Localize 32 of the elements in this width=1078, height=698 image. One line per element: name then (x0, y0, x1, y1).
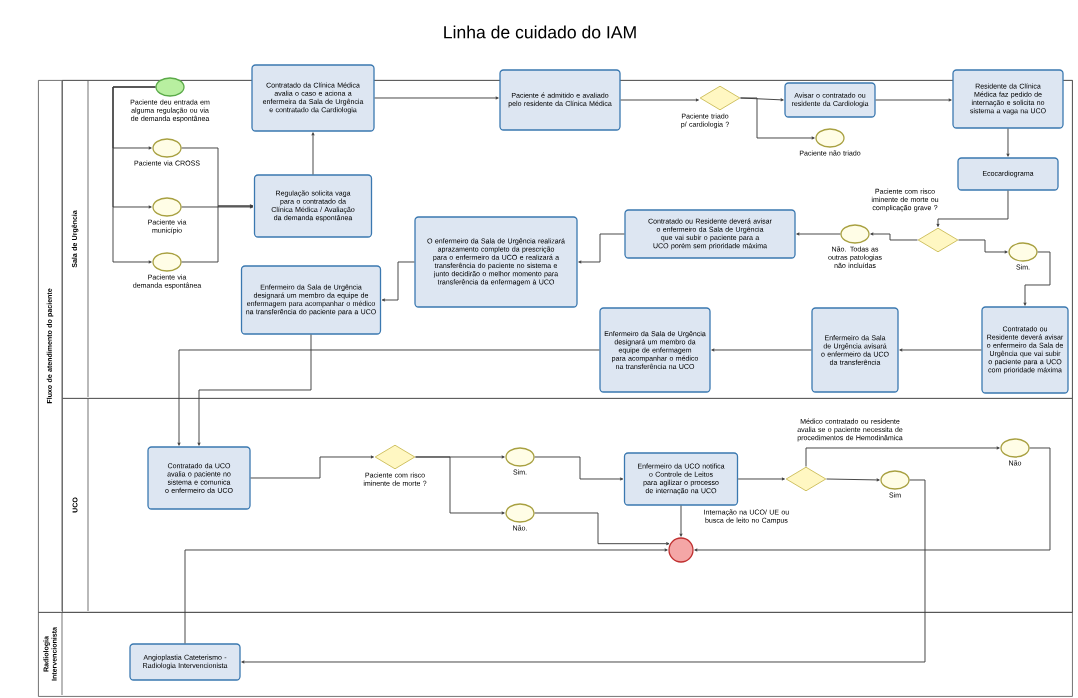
arrow (796, 232, 841, 236)
arrow (936, 190, 1009, 227)
arrow (679, 505, 683, 537)
arrow (241, 479, 926, 664)
arrow (177, 349, 600, 446)
arrow (737, 477, 785, 481)
arrow (181, 205, 254, 209)
arrow (826, 478, 880, 482)
arrow (870, 232, 918, 241)
arrow (184, 548, 668, 644)
arrow (805, 446, 1000, 467)
arrow (1006, 128, 1010, 157)
arrow (711, 348, 812, 352)
arrow (534, 456, 624, 481)
arrow (740, 97, 815, 140)
arrow (694, 447, 1051, 552)
arrow (1023, 251, 1051, 306)
arrow (620, 98, 699, 102)
arrow (112, 86, 156, 264)
arrow (875, 98, 952, 102)
arrow (415, 456, 505, 515)
arrow (311, 132, 315, 175)
arrow (534, 512, 670, 546)
arrow (578, 233, 625, 264)
title: Linha de cuidado do IAM (444, 25, 636, 39)
arrow (958, 239, 1008, 254)
arrow (374, 96, 499, 100)
arrow (181, 204, 254, 263)
arrow (250, 455, 374, 479)
arrow (381, 261, 415, 302)
arrow (197, 334, 312, 446)
arrow (899, 348, 982, 352)
